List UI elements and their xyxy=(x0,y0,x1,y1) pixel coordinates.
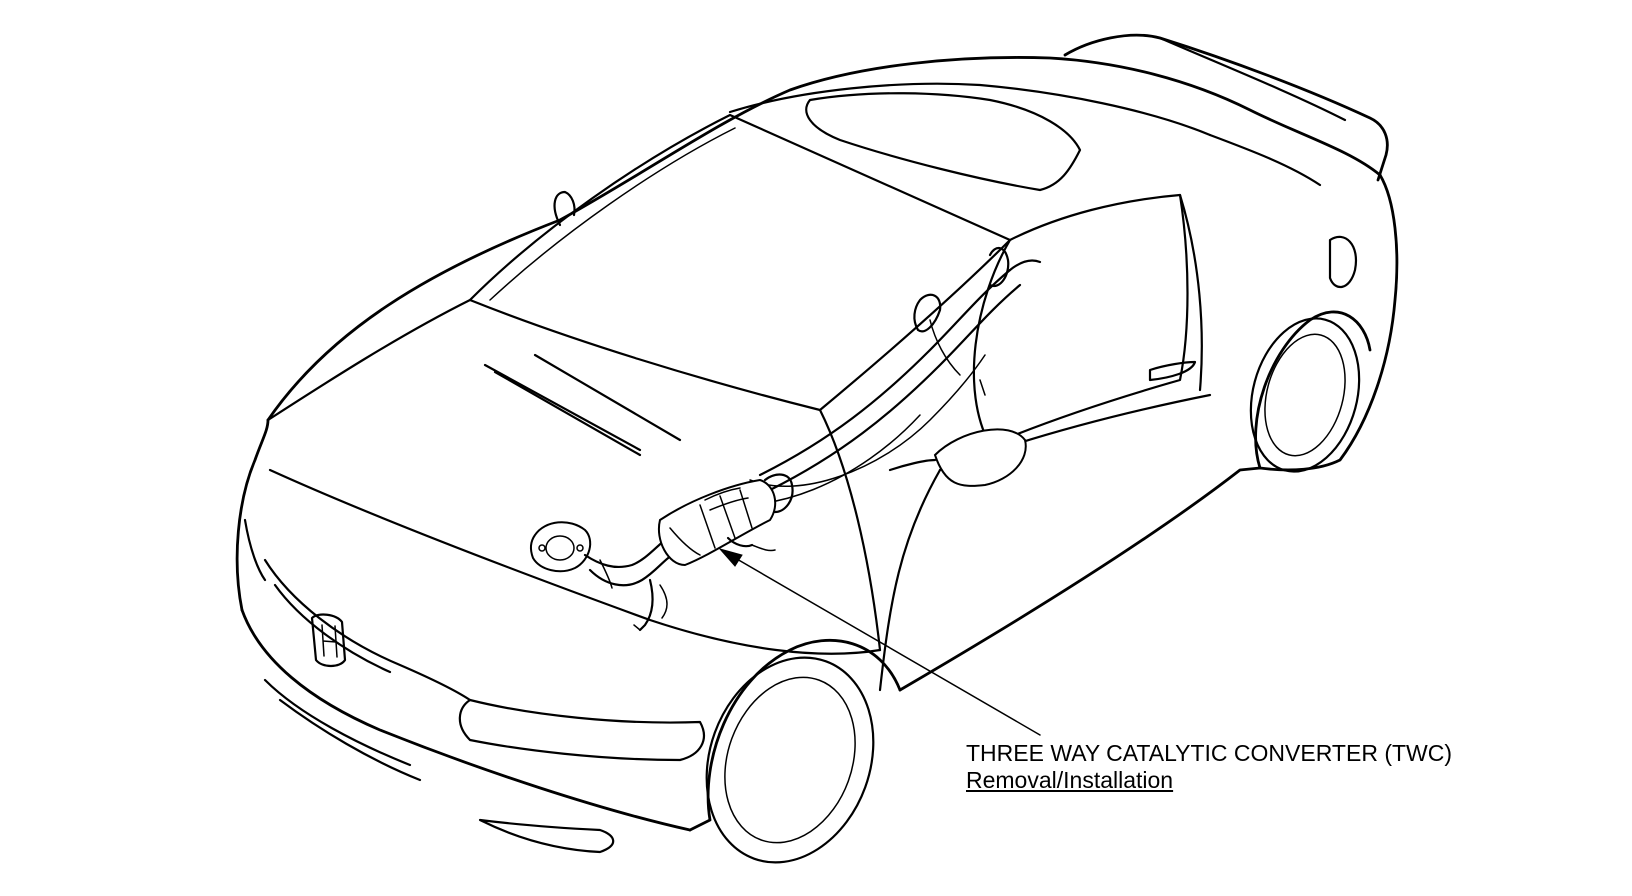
rear-wheel xyxy=(1249,317,1361,473)
catalytic-converter xyxy=(529,473,794,632)
sunroof xyxy=(805,92,1082,192)
callout-label: THREE WAY CATALYTIC CONVERTER (TWC) Remo… xyxy=(966,740,1452,794)
arrowhead-icon xyxy=(718,548,743,567)
callout-leader xyxy=(718,548,1041,736)
exhaust-flange xyxy=(529,521,592,573)
component-title: THREE WAY CATALYTIC CONVERTER (TWC) xyxy=(966,740,1452,766)
door-handle xyxy=(1148,360,1197,382)
roof xyxy=(728,82,1358,288)
rear-light xyxy=(1328,235,1358,288)
headlight xyxy=(458,698,706,762)
front-wheel xyxy=(705,656,875,864)
removal-installation-link[interactable]: Removal/Installation xyxy=(966,767,1174,793)
front-fascia xyxy=(243,518,706,854)
side-mirror xyxy=(933,428,1027,487)
honda-h-emblem-icon xyxy=(310,613,347,668)
windshield xyxy=(468,113,1012,457)
door-and-window xyxy=(878,193,1212,692)
